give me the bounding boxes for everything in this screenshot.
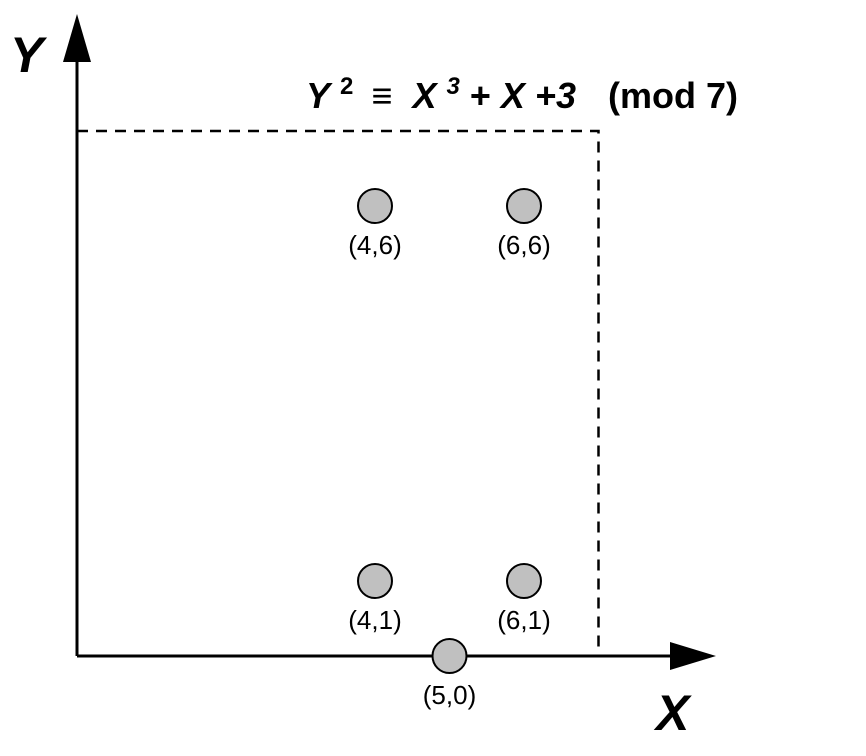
- title-rhs-plus: +: [470, 75, 491, 116]
- point-label: (4,6): [348, 230, 401, 260]
- point-label: (6,6): [497, 230, 550, 260]
- point-label: (6,1): [497, 605, 550, 635]
- point-marker: [357, 188, 393, 224]
- title-lhs-var: Y: [306, 75, 333, 116]
- points-layer: (4,6) (6,6) (4,1) (6,1) (5,0): [348, 188, 551, 710]
- x-axis-arrowhead: [670, 642, 716, 670]
- x-axis-title: X: [653, 685, 692, 741]
- point-marker: [506, 188, 542, 224]
- title-rhs-var2: X: [499, 75, 527, 116]
- point-marker: [357, 563, 393, 599]
- y-axis-arrowhead: [63, 14, 91, 62]
- title-congruence: ≡: [371, 75, 392, 116]
- point-marker: [506, 563, 542, 599]
- title-lhs-exp: 2: [340, 73, 353, 100]
- modulus-boundary-box: [77, 129, 600, 656]
- point-label: (4,1): [348, 605, 401, 635]
- title-rhs-rest: +3: [535, 75, 576, 116]
- point-marker: [431, 638, 468, 674]
- title-modulus: (mod 7): [608, 75, 738, 116]
- y-axis-title: Y: [10, 27, 48, 83]
- point-label: (5,0): [423, 680, 476, 710]
- title-rhs-exp: 3: [446, 73, 460, 100]
- chart-title: Y 2 ≡ X 3 + X +3 (mod 7): [306, 61, 738, 116]
- title-rhs-var1: X: [410, 75, 438, 116]
